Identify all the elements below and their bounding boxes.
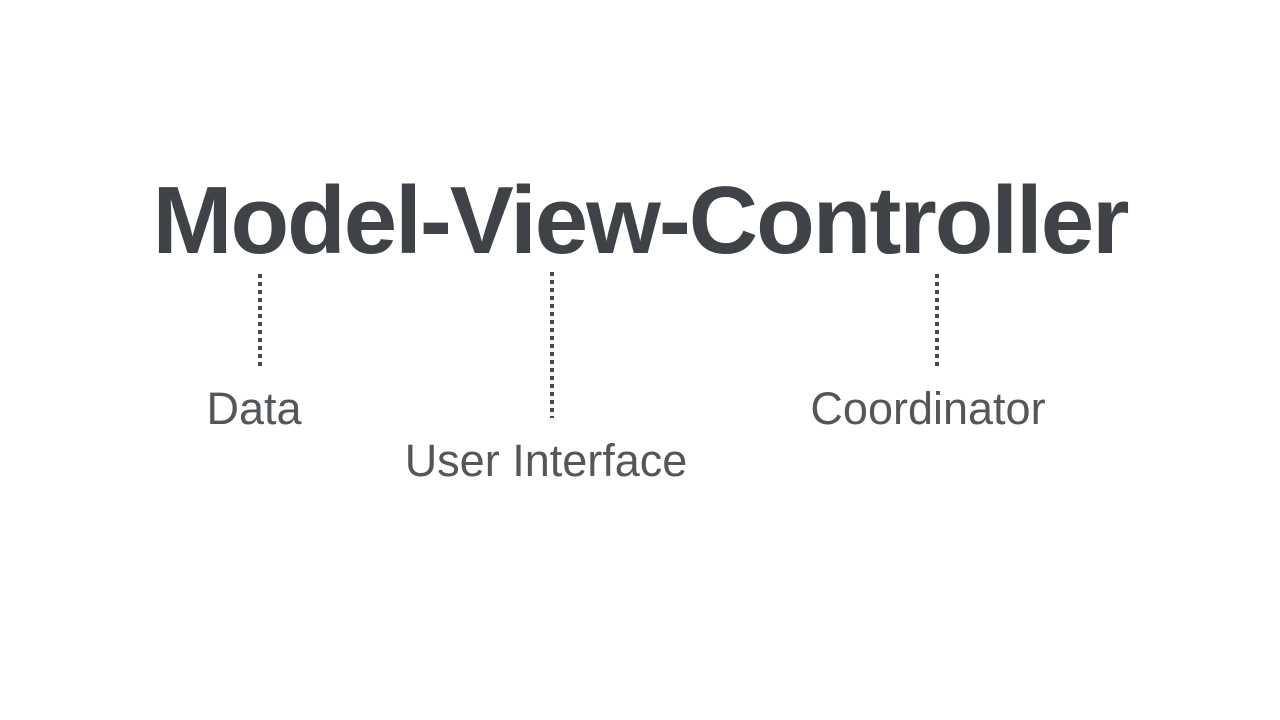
diagram-title: Model-View-Controller: [152, 167, 1130, 274]
connector-line-view: [550, 272, 554, 418]
connector-line-model: [258, 274, 262, 366]
connector-line-controller: [935, 274, 939, 370]
label-view-user-interface: User Interface: [404, 435, 688, 486]
label-controller-coordinator: Coordinator: [810, 383, 1046, 434]
label-model-data: Data: [206, 383, 302, 434]
